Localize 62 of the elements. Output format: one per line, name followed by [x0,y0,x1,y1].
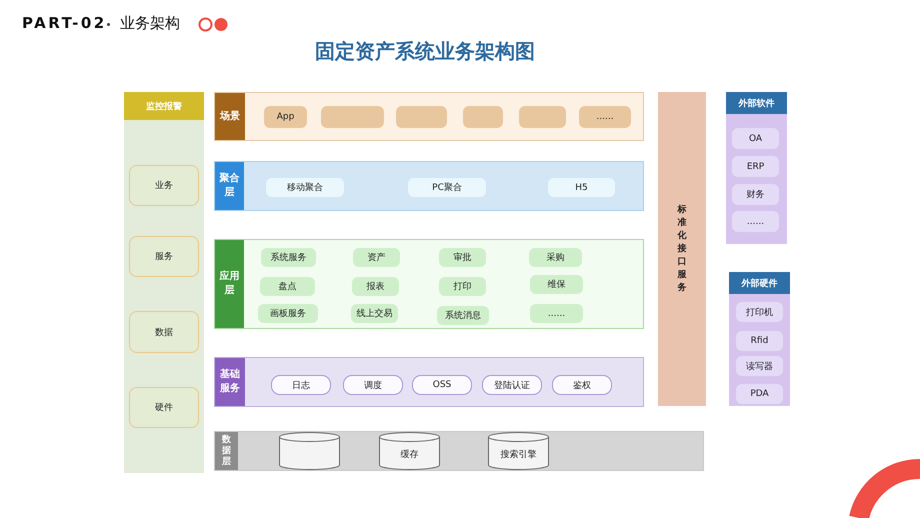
layer-label: 聚合层 [215,162,244,210]
module-pill: ...... [732,211,779,232]
module-pill: 打印机 [736,302,783,322]
section-title: 业务架构 [120,14,180,33]
module-pill: PC聚合 [408,178,486,197]
module-pill [463,106,503,128]
layer-band [214,161,644,211]
module-pill: 资产 [353,248,400,267]
module-pill: 盘点 [260,277,315,296]
module-pill [519,106,566,128]
side-panel [726,92,787,244]
layer-band [214,92,644,141]
database-cylinder: 缓存 [379,432,440,470]
side-panel [729,272,790,406]
module-pill: App [264,106,307,128]
module-pill: 登陆认证 [482,375,542,395]
layer-band [214,357,644,407]
module-pill: 线上交易 [351,304,398,323]
module-pill: 维保 [530,275,583,294]
database-cylinder [279,432,340,470]
panel-header: 监控报警 [124,92,204,120]
layer-label: 数据层 [215,432,238,470]
module-pill: 系统消息 [437,306,489,325]
side-panel [124,92,204,473]
interface-bar [658,92,706,406]
panel-header: 外部硬件 [729,272,790,294]
section-number: PART-02 [22,14,107,32]
module-pill [396,106,447,128]
layer-label: 基础服务 [215,358,245,406]
module-pill: 硬件 [129,387,199,428]
diagram-title: 固定资产系统业务架构图 [314,38,536,65]
module-pill: Rfid [736,331,783,351]
module-pill: 读写器 [736,356,783,376]
module-pill: 财务 [732,184,779,205]
module-pill: H5 [548,178,615,197]
layer-label: 场景 [215,93,245,140]
layer-band [214,239,644,329]
vertical-label: 标准化接口服务 [677,204,687,294]
module-pill: ...... [530,304,583,323]
module-pill: 报表 [352,277,399,296]
database-cylinder: 搜索引擎 [488,432,549,470]
module-pill: 业务 [129,165,199,206]
module-pill: 采购 [529,248,582,267]
layer-label: 应用层 [215,240,244,328]
module-pill: OA [732,128,779,149]
module-pill: ...... [579,106,631,128]
module-pill: 鉴权 [552,375,612,395]
module-pill [321,106,384,128]
module-pill: 服务 [129,236,199,277]
module-pill: 日志 [271,375,331,395]
module-pill: ERP [732,156,779,177]
module-pill: 打印 [439,277,486,296]
module-pill: PDA [736,384,783,404]
module-pill: 审批 [439,248,486,267]
layer-band [214,431,704,471]
panel-header: 外部软件 [726,92,787,114]
module-pill: 画板服务 [258,304,318,323]
module-pill: 系统服务 [261,248,316,267]
module-pill: 数据 [129,311,199,353]
module-pill: 调度 [343,375,403,395]
module-pill: 移动聚合 [266,178,344,197]
module-pill: OSS [412,375,472,395]
